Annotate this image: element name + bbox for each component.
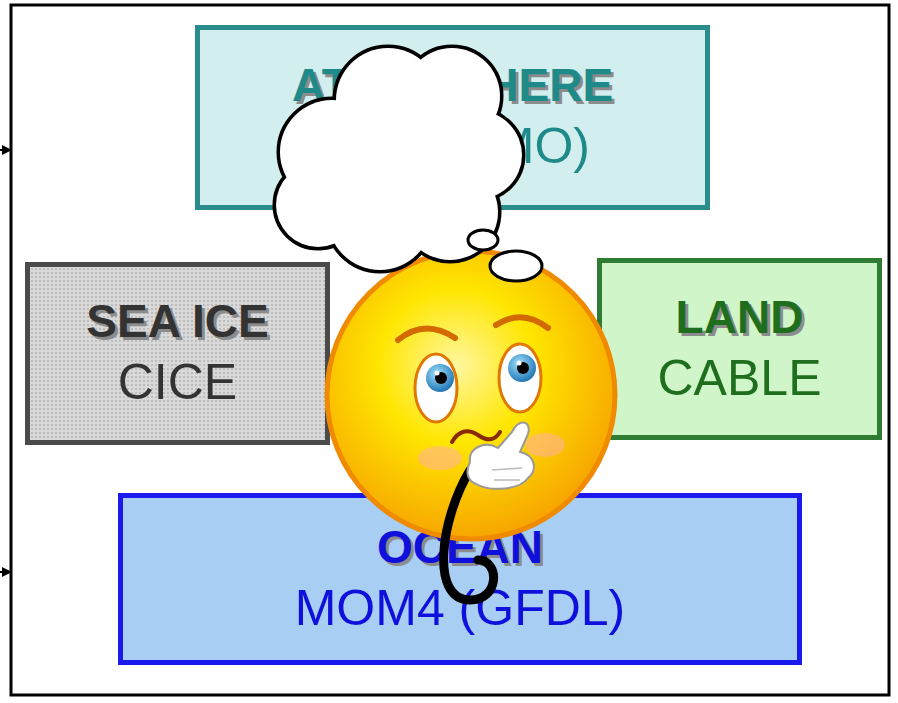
component-name: OCEAN bbox=[377, 521, 543, 574]
incoming-arrow bbox=[0, 571, 11, 573]
incoming-arrow bbox=[0, 149, 11, 151]
component-name: SEA ICE bbox=[86, 295, 268, 348]
model-name: MOM4 (GFDL) bbox=[295, 580, 626, 638]
atmosphere-box: ATMOSPHERE UM (UKMO) bbox=[195, 25, 710, 210]
outer-frame bbox=[11, 5, 889, 695]
model-name: UM (UKMO) bbox=[315, 118, 590, 176]
model-name: CICE bbox=[118, 354, 237, 412]
component-name: ATMOSPHERE bbox=[292, 59, 613, 112]
sea-ice-box: SEA ICE CICE bbox=[25, 262, 330, 445]
model-name: CABLE bbox=[658, 350, 822, 408]
ocean-box: OCEAN MOM4 (GFDL) bbox=[118, 493, 802, 665]
thought-cloud bbox=[276, 48, 542, 281]
thinking-smiley bbox=[327, 251, 615, 600]
component-name: LAND bbox=[676, 291, 804, 344]
land-box: LAND CABLE bbox=[597, 258, 882, 440]
